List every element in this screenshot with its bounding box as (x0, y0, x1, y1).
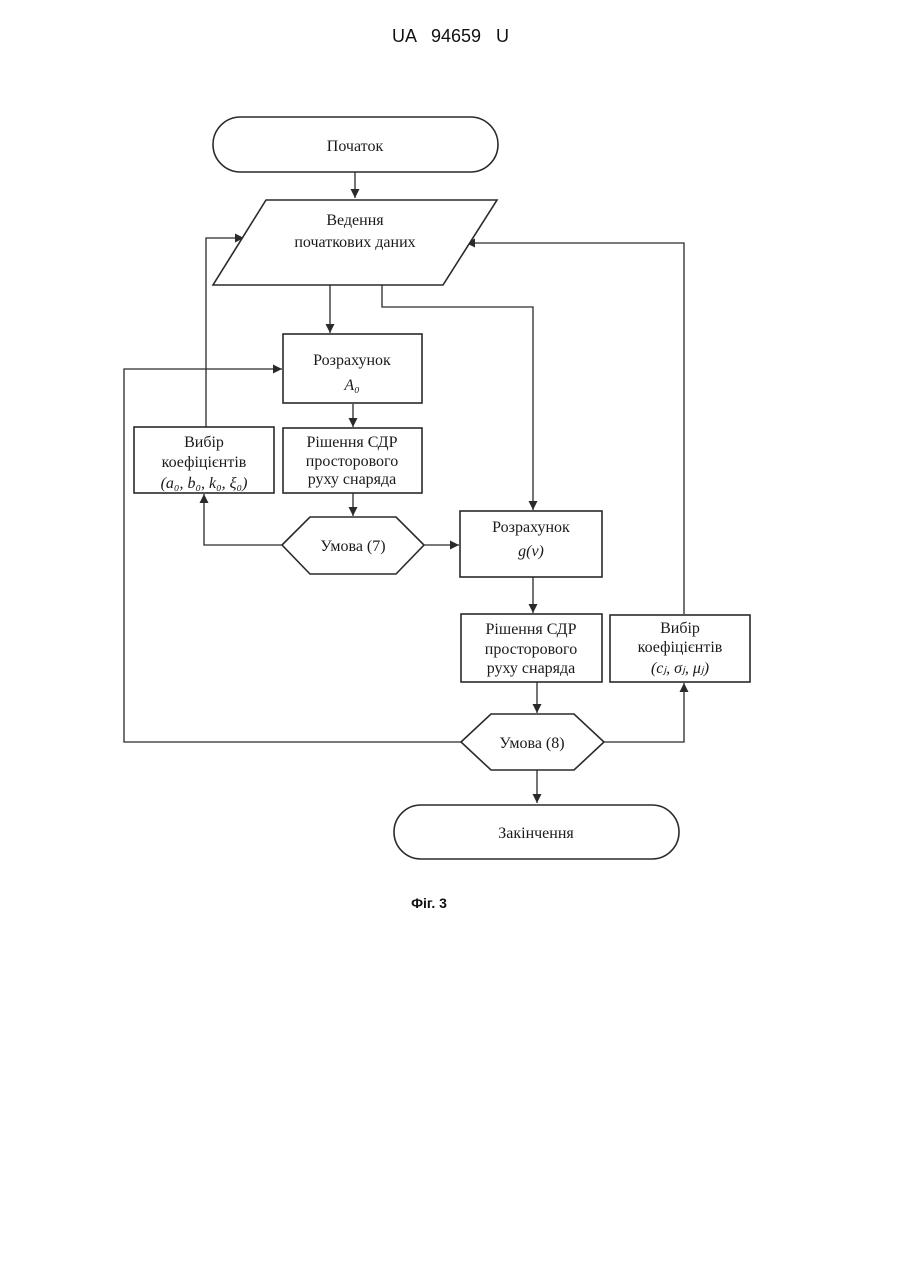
choose2-label-line3: (cⱼ, σⱼ, μⱼ) (651, 660, 709, 677)
solve2-label-line2: просторового (485, 641, 577, 658)
choose-coefficients-2-block: Вибір коефіцієнтів (cⱼ, σⱼ, μⱼ) (610, 615, 750, 682)
choose2-label-line1: Вибір (660, 620, 700, 637)
condition-8-block: Умова (8) (461, 714, 604, 770)
input-label-line2: початкових даних (294, 234, 415, 251)
end-terminator: Закінчення (394, 805, 679, 859)
input-label-line1: Ведення (326, 212, 384, 229)
calc-g-label-line2: g(v) (518, 543, 544, 560)
solve-ode-1-block: Рішення СДР просторового руху снаряда (283, 428, 422, 493)
start-label: Початок (327, 138, 384, 155)
figure-caption: Фіг. 3 (0, 895, 858, 911)
solve1-label-line1: Рішення СДР (307, 434, 398, 451)
solve1-label-line3: руху снаряда (308, 471, 397, 488)
calc-a0-block: Розрахунок A₀ (283, 334, 422, 403)
solve-ode-2-block: Рішення СДР просторового руху снаряда (461, 614, 602, 682)
end-label: Закінчення (498, 825, 574, 842)
arrow-cond7-to-choose1 (204, 494, 282, 545)
calc-g-block: Розрахунок g(v) (460, 511, 602, 577)
solve1-label-line2: просторового (306, 453, 398, 470)
calc-a0-label-line1: Розрахунок (313, 352, 391, 369)
solve2-label-line1: Рішення СДР (486, 621, 577, 638)
condition-7-block: Умова (7) (282, 517, 424, 574)
cond7-label: Умова (7) (320, 538, 385, 555)
arrow-cond8-to-choose2 (604, 683, 684, 742)
solve2-label-line3: руху снаряда (487, 660, 576, 677)
choose2-label-line2: коефіцієнтів (638, 639, 723, 656)
choose1-label-line3: (a₀, b₀, k₀, ξ₀) (161, 475, 248, 492)
cond8-label: Умова (8) (499, 735, 564, 752)
input-data-block: Ведення початкових даних (213, 200, 497, 285)
choose1-label-line1: Вибір (184, 434, 224, 451)
choose1-label-line2: коефіцієнтів (162, 454, 247, 471)
start-terminator: Початок (213, 117, 498, 172)
calc-a0-label-line2: A₀ (343, 377, 359, 394)
calc-g-label-line1: Розрахунок (492, 519, 570, 536)
choose-coefficients-1-block: Вибір коефіцієнтів (a₀, b₀, k₀, ξ₀) (134, 427, 274, 493)
